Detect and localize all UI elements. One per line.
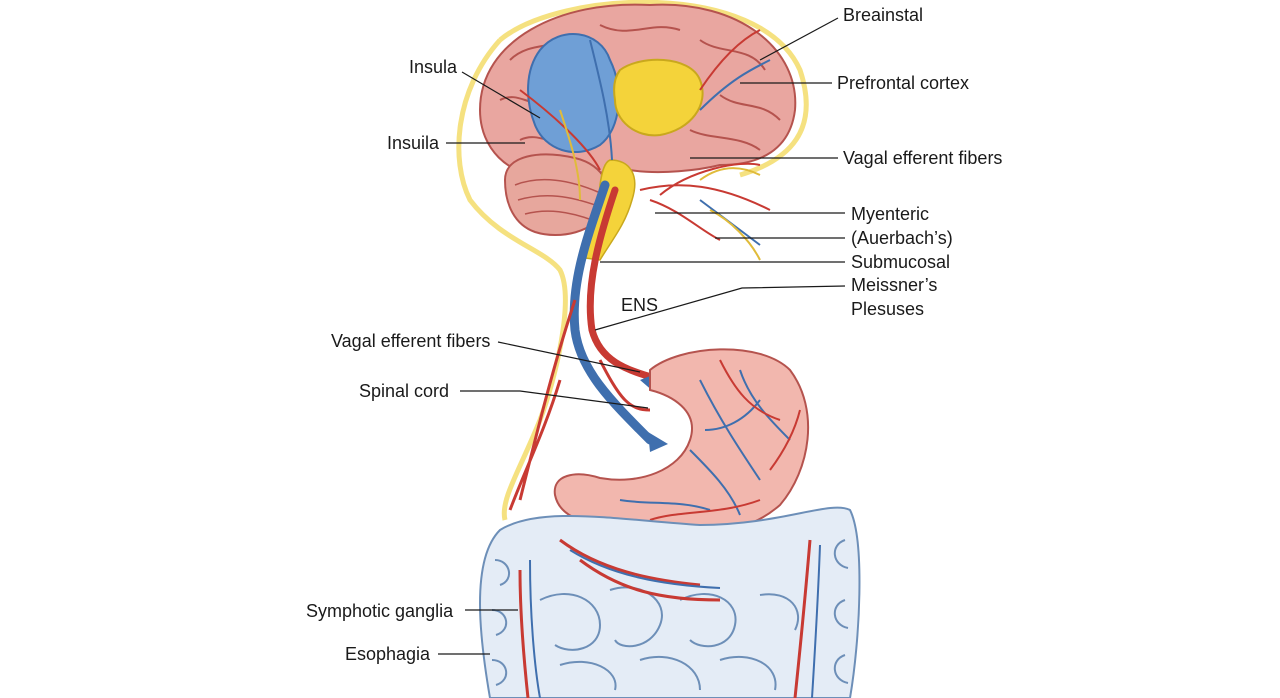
leader-meissner — [594, 285, 846, 331]
label-sympathetic-ganglia: Symphotic ganglia — [306, 601, 454, 621]
cerebellum-folia — [514, 178, 599, 221]
red-nerve-trunk — [586, 186, 659, 382]
label-vagal-efferent-left: Vagal efferent fibers — [331, 331, 491, 351]
label-spinal-cord: Spinal cord — [359, 381, 450, 401]
mesenteric-vessels — [518, 538, 812, 698]
brain-branches — [519, 29, 771, 241]
arrow-head-lower — [648, 432, 668, 452]
label-prefrontal-cortex: Prefrontal cortex — [837, 73, 970, 93]
stomach-vessels — [619, 369, 791, 516]
label-esophagia: Esophagia — [345, 644, 431, 664]
brain — [478, 3, 797, 261]
leader-spinal — [460, 390, 649, 409]
leader-insula-top — [461, 71, 541, 119]
label-vagal-efferent-right: Vagal efferent fibers — [843, 148, 1003, 168]
label-myenteric: Myenteric — [851, 204, 930, 224]
small-intestine — [539, 586, 800, 691]
leader-lines — [438, 17, 846, 655]
colon-haustra — [491, 539, 849, 686]
leader-brainstem — [759, 17, 839, 61]
label-ens: ENS — [621, 295, 659, 315]
label-auerbach: (Auerbach’s) — [851, 228, 953, 248]
leader-vagal-left — [497, 341, 641, 373]
limbic-region — [613, 58, 704, 137]
label-insula: Insula — [409, 57, 458, 77]
label-brainstem: Breainstal — [843, 5, 924, 25]
insula-region — [527, 33, 620, 154]
label-submucosal: Submucosal — [851, 252, 951, 272]
label-insula-secondary: Insuila — [387, 133, 440, 153]
label-plexuses: Plesuses — [851, 299, 925, 319]
label-meissner: Meissner’s — [851, 275, 938, 295]
intestines — [479, 506, 861, 698]
stomach-arteries — [649, 359, 801, 521]
intestine-blue-vessels — [529, 544, 821, 698]
nerve-halo — [456, 0, 809, 521]
red-branches — [508, 299, 651, 511]
colon — [479, 506, 861, 698]
